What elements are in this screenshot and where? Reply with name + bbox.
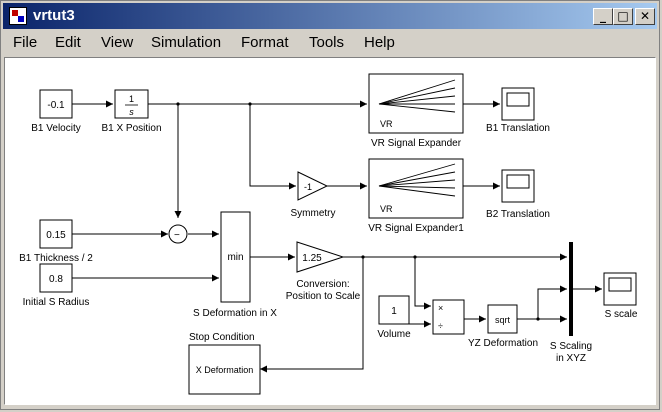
b1-x-position-label: B1 X Position xyxy=(101,123,161,134)
branch-points xyxy=(176,102,540,321)
window-title: vrtut3 xyxy=(33,7,75,24)
sqrt-label: YZ Deformation xyxy=(468,338,538,349)
menu-file[interactable]: File xyxy=(13,34,38,51)
b1-translation-label: B1 Translation xyxy=(486,123,550,134)
initial-s-radius-block[interactable]: 0.8 Initial S Radius xyxy=(23,263,90,308)
product-multiply: × xyxy=(438,303,443,313)
signal-scale-to-product[interactable] xyxy=(414,257,431,310)
integrator-denominator: s xyxy=(129,107,134,117)
volume-block[interactable]: 1 Volume xyxy=(377,295,411,340)
b2-translation-label: B2 Translation xyxy=(486,209,550,220)
volume-label: Volume xyxy=(377,329,411,340)
sqrt-text: sqrt xyxy=(495,315,511,325)
volume-value: 1 xyxy=(391,306,397,317)
b2-translation-scope[interactable]: B2 Translation xyxy=(486,169,550,220)
title-bar[interactable]: vrtut3 _ □ ✕ xyxy=(3,3,657,29)
signal-position-to-symmetry[interactable] xyxy=(249,104,296,190)
b1-thickness-block[interactable]: 0.15 B1 Thickness / 2 xyxy=(19,219,93,264)
sum-block[interactable]: − xyxy=(168,224,188,244)
branch-dot xyxy=(248,102,252,106)
conversion-gain-block[interactable]: 1.25 Conversion: Position to Scale xyxy=(286,241,361,302)
integrator-numerator: 1 xyxy=(129,94,134,104)
b1-velocity-label: B1 Velocity xyxy=(31,123,80,134)
menu-bar: File Edit View Simulation Format Tools H… xyxy=(3,31,657,55)
vr-signal-expander1-block[interactable]: VR VR Signal Expander1 xyxy=(368,158,464,234)
b1-thickness-label: B1 Thickness / 2 xyxy=(19,253,93,264)
conversion-label-1: Conversion: xyxy=(296,279,349,290)
stop-condition-block[interactable]: Stop Condition X Deformation xyxy=(188,332,261,395)
s-scaling-mux-block[interactable]: S Scaling in XYZ xyxy=(550,242,592,364)
vr-signal-expander-block[interactable]: VR VR Signal Expander xyxy=(368,73,464,149)
product-block[interactable]: × ÷ xyxy=(432,299,465,335)
menu-simulation[interactable]: Simulation xyxy=(151,34,222,51)
branch-dot xyxy=(176,102,180,106)
yz-deformation-sqrt-block[interactable]: sqrt YZ Deformation xyxy=(468,304,538,349)
vr-expander-label: VR Signal Expander xyxy=(371,138,462,149)
mux-label-1: S Scaling xyxy=(550,341,592,352)
b1-thickness-value: 0.15 xyxy=(46,230,66,241)
vr-expander-text: VR xyxy=(380,119,393,129)
symmetry-value: -1 xyxy=(304,182,312,192)
branch-dot xyxy=(536,317,540,321)
initial-radius-label: Initial S Radius xyxy=(23,297,90,308)
b1-translation-scope[interactable]: B1 Translation xyxy=(486,87,550,134)
conversion-value: 1.25 xyxy=(302,253,322,264)
stop-condition-text: X Deformation xyxy=(196,365,254,375)
vr-expander1-label: VR Signal Expander1 xyxy=(368,223,464,234)
b1-velocity-block[interactable]: -0.1 B1 Velocity xyxy=(31,89,81,134)
menu-help[interactable]: Help xyxy=(364,34,395,51)
branch-dot xyxy=(413,255,417,259)
product-divide: ÷ xyxy=(438,321,443,331)
signal-sqrt-to-mux-y[interactable] xyxy=(537,285,567,319)
sum-sign: − xyxy=(174,230,180,241)
vr-expander1-text: VR xyxy=(380,204,393,214)
branch-dot xyxy=(361,255,365,259)
symmetry-label: Symmetry xyxy=(291,208,336,219)
close-button[interactable]: ✕ xyxy=(635,8,655,25)
symmetry-gain-block[interactable]: -1 Symmetry xyxy=(291,171,336,219)
s-scale-label: S scale xyxy=(605,309,638,320)
signal-to-stop-condition[interactable] xyxy=(260,257,364,373)
b1-x-position-integrator[interactable]: 1 s B1 X Position xyxy=(101,89,162,134)
mux-label-2: in XYZ xyxy=(556,353,586,364)
menu-edit[interactable]: Edit xyxy=(55,34,81,51)
stop-condition-label: Stop Condition xyxy=(189,332,255,343)
b1-velocity-value: -0.1 xyxy=(47,100,65,111)
minimize-button[interactable]: _ xyxy=(593,8,613,25)
conversion-label-2: Position to Scale xyxy=(286,291,361,302)
signal-lines xyxy=(72,100,602,373)
maximize-button[interactable]: □ xyxy=(613,8,633,25)
menu-view[interactable]: View xyxy=(101,34,134,51)
min-text: min xyxy=(227,252,243,263)
simulink-app-icon[interactable] xyxy=(9,7,27,25)
model-canvas[interactable]: -0.1 B1 Velocity 1 s B1 X Position xyxy=(4,57,656,405)
menu-tools[interactable]: Tools xyxy=(309,34,345,51)
min-label: S Deformation in X xyxy=(193,308,277,319)
initial-radius-value: 0.8 xyxy=(49,274,63,285)
s-scale-scope[interactable]: S scale xyxy=(603,272,638,320)
menu-format[interactable]: Format xyxy=(241,34,289,51)
s-deformation-min-block[interactable]: min S Deformation in X xyxy=(193,211,277,319)
